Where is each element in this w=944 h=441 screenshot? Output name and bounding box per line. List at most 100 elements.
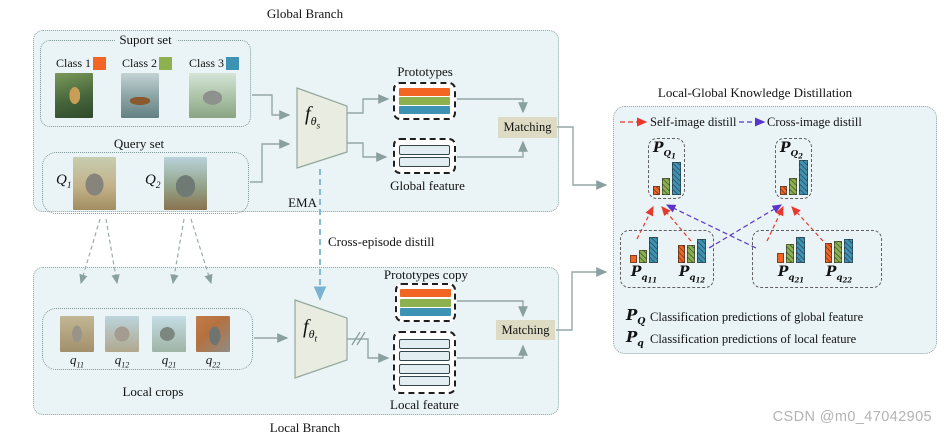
prediction-bar (834, 241, 842, 263)
global-pred-legend-text: Classification predictions of global fea… (650, 310, 864, 324)
pq12-label: Pq12 (678, 264, 706, 285)
crop-image-q12 (105, 316, 139, 352)
prototypes-box (393, 82, 456, 120)
global-encoder-label: fθs (305, 103, 321, 132)
prediction-bar (825, 243, 832, 263)
prediction-bar (789, 178, 797, 195)
prediction-bar (672, 162, 681, 195)
prototype-bar (399, 106, 450, 114)
prototype-bar (399, 88, 450, 96)
feature-bar (399, 363, 450, 374)
global-pred-box-q1: PQ1 (648, 138, 685, 199)
prediction-bar (799, 160, 808, 195)
global-feature-label: Global feature (390, 178, 465, 193)
csdn-watermark: CSDN @m0_47042905 (772, 409, 932, 425)
crop-label-q12: q12 (114, 352, 130, 370)
query-set-box (42, 152, 249, 214)
feature-bar (399, 338, 450, 349)
cross-episode-distill-label: Cross-episode distill (328, 234, 435, 249)
prototype-copy-bar (400, 307, 451, 316)
prediction-bar (653, 186, 660, 195)
giraffe-image (55, 73, 93, 118)
feature-bar (399, 351, 450, 362)
feature-bar (399, 376, 450, 387)
crop-label-q21: q21 (161, 352, 177, 370)
crop-label-q22: q22 (205, 352, 221, 370)
class1-item: Class 1 (56, 56, 107, 71)
local-encoder-label: fθt (303, 316, 318, 345)
prediction-bar (687, 245, 695, 263)
class2-color-swatch (159, 57, 173, 70)
support-set-label: Suport set (114, 32, 177, 48)
q21-bars (769, 233, 813, 263)
pred-group-q11: Pq11 (623, 233, 665, 285)
query1-image (73, 157, 116, 210)
support-set-box: Suport set (40, 32, 251, 127)
q22-bars (817, 233, 861, 263)
q12-bars (671, 233, 713, 263)
class3-label: Class 3 (189, 56, 225, 70)
self-image-distill-label: Self-image distill (650, 115, 737, 129)
crop-image-q22 (196, 316, 230, 352)
class3-item: Class 3 (189, 56, 240, 71)
local-feature-label: Local feature (390, 397, 459, 412)
pq2-bars (780, 160, 808, 195)
prediction-bar (639, 250, 647, 263)
prototype-copy-bar (400, 298, 451, 307)
local-pred-legend-text: Classification predictions of local feat… (650, 332, 857, 346)
pq22-label: Pq22 (825, 264, 853, 285)
pred-group-q12: Pq12 (671, 233, 713, 285)
pq21-label: Pq21 (777, 264, 805, 285)
arrow-matching-to-panel-global (557, 126, 608, 190)
prototypes-label: Prototypes (397, 64, 453, 79)
prediction-bar (786, 244, 794, 263)
ema-label: EMA (288, 195, 317, 210)
feature-bar (399, 145, 450, 155)
local-crops-label: Local crops (122, 384, 184, 399)
arrow-matching-to-panel-local (556, 267, 608, 331)
prediction-bar (777, 253, 784, 263)
matching-box-global: Matching (498, 117, 557, 138)
prediction-bar (697, 239, 706, 263)
global-feature-box (393, 138, 456, 174)
query2-image (164, 157, 207, 210)
pq2-label: PQ2 (780, 140, 803, 161)
prediction-bar (796, 237, 805, 263)
class1-color-swatch (93, 57, 107, 70)
prototypes-copy-label: Prototypes copy (383, 267, 469, 282)
prediction-bar (662, 178, 670, 195)
prediction-bar (780, 186, 787, 195)
class3-color-swatch (226, 57, 240, 70)
crop-image-q21 (152, 316, 186, 352)
crop-label-q11: q11 (70, 352, 84, 370)
prototype-bar (399, 97, 450, 105)
matching-box-local: Matching (496, 320, 555, 340)
prototype-copy-bar (400, 289, 451, 298)
class1-label: Class 1 (56, 56, 92, 70)
prediction-bar (678, 245, 685, 263)
boat-image (121, 73, 159, 118)
elephant-image (189, 73, 236, 118)
query-set-label: Query set (113, 136, 165, 151)
crop-image-q11 (60, 316, 94, 352)
feature-bar (399, 157, 450, 167)
pred-group-q22: Pq22 (817, 233, 861, 285)
prototypes-copy-box (395, 283, 456, 322)
query1-label: Q1 (56, 172, 72, 191)
pq11-label: Pq11 (630, 264, 658, 285)
global-branch-container (33, 30, 559, 212)
pq-symbol: PQ (626, 306, 646, 327)
prediction-bar (649, 237, 658, 263)
class2-label: Class 2 (122, 56, 158, 70)
local-pred-box-2: Pq21 Pq22 (752, 230, 882, 288)
pq1-bars (653, 162, 681, 195)
local-crops-box (42, 308, 253, 370)
local-feature-box (393, 331, 456, 394)
global-branch-title: Global Branch (266, 6, 344, 21)
prediction-bar (630, 255, 637, 263)
distillation-title: Local-Global Knowledge Distillation (657, 85, 853, 100)
global-pred-box-q2: PQ2 (775, 138, 812, 199)
cross-image-distill-label: Cross-image distill (767, 115, 862, 129)
local-pred-box-1: Pq11 Pq12 (620, 230, 714, 288)
